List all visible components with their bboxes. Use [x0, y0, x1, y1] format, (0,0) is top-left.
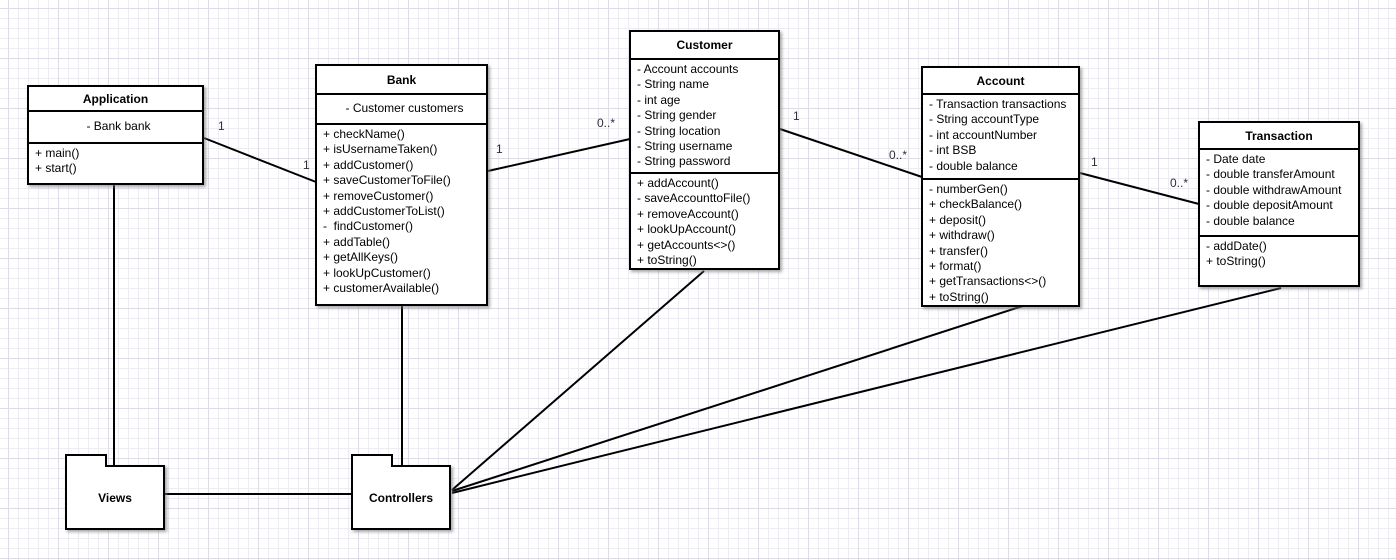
edge-customer-account[interactable] — [779, 128, 923, 178]
attribute-row: - String password — [637, 154, 731, 169]
method-row: + toString() — [1206, 254, 1266, 269]
edge-controllers-customer[interactable] — [451, 270, 705, 491]
method-row: + deposit() — [929, 212, 987, 227]
attribute-row: - String name — [637, 77, 710, 92]
attribute-row: - double withdrawAmount — [1206, 182, 1342, 197]
method-row: + addCustomerToList() — [323, 204, 445, 219]
multiplicity-label-bank-end: 1 — [303, 158, 310, 172]
method-row: - findCustomer() — [323, 219, 414, 234]
method-row: + customerAvailable() — [323, 281, 440, 296]
attribute-row: - Transaction transactions — [929, 97, 1067, 111]
method-row: - saveAccounttoFile() — [637, 191, 751, 206]
attribute-row: - Customer customers — [345, 101, 464, 116]
attribute-row: - double balance — [929, 158, 1018, 173]
attribute-row: - String accountType — [929, 112, 1040, 127]
method-row: + isUsernameTaken() — [323, 142, 438, 157]
method-row: + checkBalance() — [929, 197, 1023, 212]
method-row: + removeCustomer() — [323, 188, 434, 203]
attribute-row: - String location — [637, 123, 721, 138]
edge-controllers-account[interactable] — [451, 302, 1033, 492]
method-row: + transfer() — [929, 243, 989, 258]
method-row: + lookUpCustomer() — [323, 265, 431, 280]
package-controllers[interactable]: Controllers — [351, 454, 451, 530]
attribute-row: - Date date — [1206, 152, 1266, 166]
attribute-row: - Bank bank — [86, 119, 151, 134]
edge-application-bank[interactable] — [203, 137, 317, 183]
multiplicity-label-account: 1 — [1091, 155, 1098, 169]
attribute-row: - int accountNumber — [929, 127, 1038, 142]
method-row: + saveCustomerToFile() — [323, 173, 451, 188]
package-label: Views — [98, 490, 132, 505]
edge-controllers-transaction[interactable] — [451, 287, 1282, 494]
method-row: - addDate() — [1206, 239, 1267, 253]
method-row: + addAccount() — [637, 176, 719, 190]
multiplicity-label-customer: 1 — [793, 109, 800, 123]
method-row: + toString() — [929, 289, 989, 304]
attributes-section: - Bank bank — [29, 112, 202, 144]
multiplicity-label-transaction-end: 0..* — [1170, 176, 1189, 190]
method-row: + format() — [929, 259, 982, 274]
multiplicity-label-application: 1 — [218, 119, 225, 133]
package-views[interactable]: Views — [65, 454, 165, 530]
method-row: + toString() — [637, 253, 697, 268]
edge-account-transaction[interactable] — [1079, 172, 1200, 205]
method-row: + lookUpAccount() — [637, 222, 737, 237]
method-row: + checkName() — [323, 127, 405, 141]
multiplicity-label-customer-end: 0..* — [597, 116, 616, 130]
class-customer[interactable]: Customer - Account accounts - String nam… — [629, 30, 780, 270]
attribute-row: - double depositAmount — [1206, 198, 1333, 213]
method-row: + getTransactions<>() — [929, 274, 1047, 289]
method-row: + withdraw() — [929, 228, 995, 243]
methods-section: - addDate() + toString() — [1200, 237, 1358, 285]
method-row: + addCustomer() — [323, 157, 414, 172]
method-row: + addTable() — [323, 234, 391, 249]
edge-bank-customer[interactable] — [487, 138, 631, 172]
attribute-row: - double balance — [1206, 213, 1295, 228]
method-row: - numberGen() — [929, 182, 1008, 196]
attribute-row: - int age — [637, 92, 681, 107]
methods-section: + addAccount() - saveAccounttoFile() + r… — [631, 174, 778, 268]
attributes-section: - Transaction transactions - String acco… — [923, 95, 1078, 180]
methods-section: + main() + start() — [29, 144, 202, 183]
attribute-row: - int BSB — [929, 143, 977, 158]
multiplicity-label-bank: 1 — [496, 142, 503, 156]
class-title: Customer — [631, 32, 778, 60]
attribute-row: - double transferAmount — [1206, 167, 1335, 182]
attribute-row: - String gender — [637, 108, 717, 123]
package-tab — [65, 454, 107, 467]
package-tab — [351, 454, 393, 467]
class-title: Application — [29, 87, 202, 112]
attribute-row: - String username — [637, 139, 733, 154]
class-title: Account — [923, 68, 1078, 95]
methods-section: - numberGen() + checkBalance() + deposit… — [923, 180, 1078, 305]
class-application[interactable]: Application - Bank bank + main() + start… — [27, 85, 204, 185]
package-label: Controllers — [368, 490, 433, 505]
attributes-section: - Date date - double transferAmount - do… — [1200, 150, 1358, 237]
class-title: Bank — [317, 66, 486, 95]
method-row: + main() — [35, 146, 80, 160]
attribute-row: - Account accounts — [637, 62, 739, 76]
attributes-section: - Account accounts - String name - int a… — [631, 60, 778, 174]
method-row: + getAllKeys() — [323, 250, 399, 265]
class-bank[interactable]: Bank - Customer customers + checkName() … — [315, 64, 488, 306]
method-row: + getAccounts<>() — [637, 237, 736, 252]
class-account[interactable]: Account - Transaction transactions - Str… — [921, 66, 1080, 307]
methods-section: + checkName() + isUsernameTaken() + addC… — [317, 125, 486, 304]
multiplicity-label-account-end: 0..* — [889, 148, 908, 162]
class-transaction[interactable]: Transaction - Date date - double transfe… — [1198, 121, 1360, 287]
attributes-section: - Customer customers — [317, 95, 486, 125]
method-row: + removeAccount() — [637, 206, 739, 221]
class-title: Transaction — [1200, 123, 1358, 150]
method-row: + start() — [35, 161, 77, 176]
